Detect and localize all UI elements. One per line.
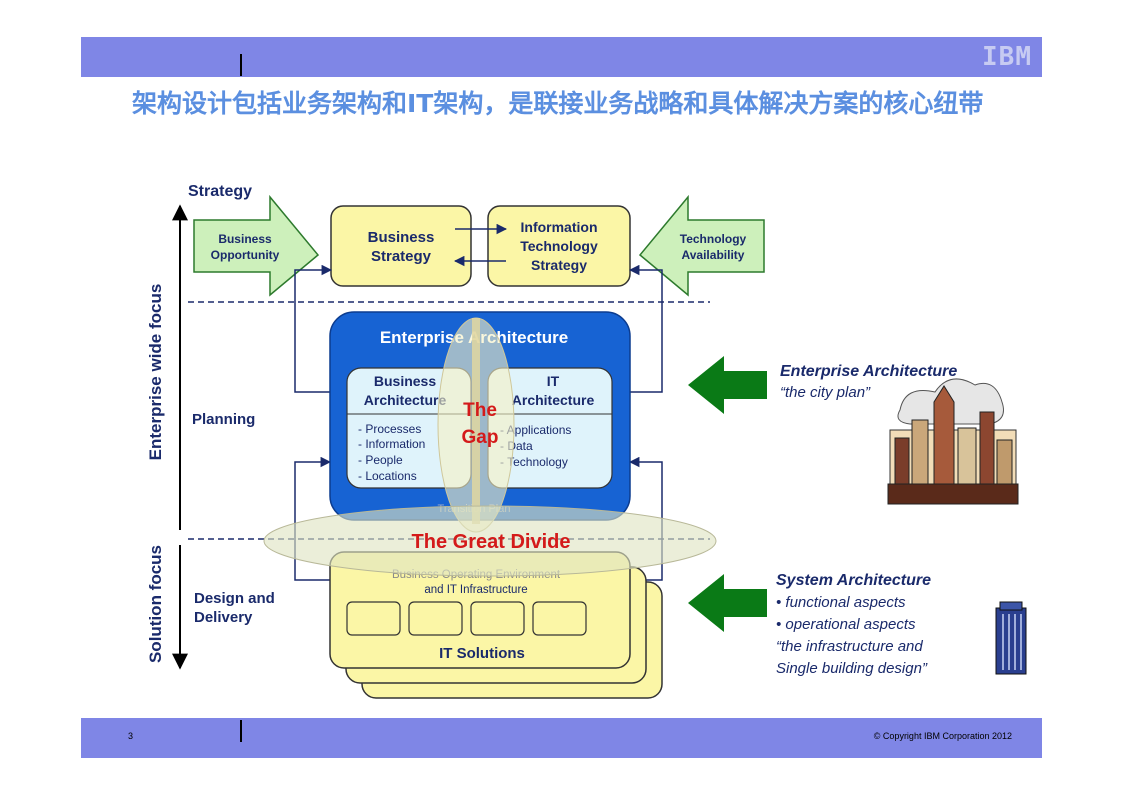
footer-bar: 3 © Copyright IBM Corporation 2012 bbox=[81, 718, 1042, 758]
it-strategy-text-1: Information bbox=[521, 219, 598, 235]
technology-availability-text-2: Availability bbox=[682, 248, 745, 262]
gap-text-1: The bbox=[463, 400, 497, 421]
solution-focus-label: Solution focus bbox=[146, 545, 165, 663]
solution-slot-1 bbox=[346, 601, 401, 636]
city-illustration bbox=[887, 378, 1019, 505]
sa-pointer-arrow bbox=[688, 574, 767, 632]
business-feedback-connector bbox=[294, 264, 333, 393]
footer-divider bbox=[240, 720, 242, 742]
it-feedback-connector bbox=[628, 264, 663, 393]
solution-business-connector bbox=[294, 456, 332, 581]
ea-side-title: Enterprise Architecture bbox=[780, 363, 957, 380]
it-solutions-text: IT Solutions bbox=[439, 645, 525, 662]
ibm-logo: IBM bbox=[982, 42, 1032, 72]
it-item-applications: - Applications bbox=[500, 423, 571, 437]
building-illustration bbox=[995, 601, 1027, 675]
business-strategy-text-1: Business bbox=[368, 229, 435, 246]
business-opportunity-arrow bbox=[193, 194, 320, 297]
it-strategy-text-3: Strategy bbox=[531, 257, 587, 273]
technology-availability-arrow bbox=[638, 194, 765, 297]
ea-side-subtitle: “the city plan” bbox=[780, 384, 871, 401]
sa-side-line-1: • functional aspects bbox=[776, 594, 906, 611]
it-architecture-title-1: IT bbox=[547, 373, 560, 389]
it-architecture-title-2: Architecture bbox=[512, 392, 595, 408]
business-opportunity-text-1: Business bbox=[218, 232, 272, 246]
sa-side-line-3: “the infrastructure and bbox=[776, 638, 923, 655]
great-divide-text: The Great Divide bbox=[412, 531, 571, 553]
design-delivery-label-2: Delivery bbox=[194, 609, 253, 626]
page-number: 3 bbox=[128, 731, 134, 741]
business-opportunity-text-2: Opportunity bbox=[211, 248, 280, 262]
copyright-text: © Copyright IBM Corporation 2012 bbox=[873, 731, 1012, 741]
business-item-information: - Information bbox=[358, 437, 425, 451]
header-divider bbox=[240, 54, 242, 76]
it-strategy-box bbox=[487, 205, 631, 287]
business-architecture-title-1: Business bbox=[374, 373, 436, 389]
sa-side-line-4: Single building design” bbox=[776, 660, 928, 677]
business-item-processes: - Processes bbox=[358, 422, 421, 436]
it-strategy-text-2: Technology bbox=[520, 238, 598, 254]
solution-slot-2 bbox=[408, 601, 463, 636]
design-delivery-label-1: Design and bbox=[194, 590, 275, 607]
ea-pointer-arrow bbox=[688, 356, 767, 414]
gap-divider bbox=[472, 318, 480, 524]
sa-side-line-2: • operational aspects bbox=[776, 616, 916, 633]
header-bar: IBM bbox=[81, 37, 1042, 77]
enterprise-focus-label: Enterprise wide focus bbox=[146, 284, 165, 461]
technology-availability-text-1: Technology bbox=[680, 232, 747, 246]
page-title: 架构设计包括业务架构和IT架构，是联接业务战略和具体解决方案的核心纽带 bbox=[132, 89, 984, 118]
business-architecture-title-2: Architecture bbox=[364, 392, 447, 408]
business-item-locations: - Locations bbox=[358, 469, 417, 483]
it-item-technology: - Technology bbox=[500, 455, 568, 469]
great-divide-ellipse bbox=[263, 505, 717, 577]
infrastructure-text: and IT Infrastructure bbox=[424, 584, 527, 596]
gap-text-2: Gap bbox=[462, 427, 499, 448]
planning-label: Planning bbox=[192, 411, 255, 428]
business-strategy-text-2: Strategy bbox=[371, 248, 432, 265]
solution-slot-4 bbox=[532, 601, 587, 636]
business-strategy-box bbox=[330, 205, 472, 287]
strategy-label: Strategy bbox=[188, 183, 252, 200]
solution-slot-3 bbox=[470, 601, 525, 636]
sa-side-title: System Architecture bbox=[776, 572, 931, 589]
business-item-people: - People bbox=[358, 453, 403, 467]
